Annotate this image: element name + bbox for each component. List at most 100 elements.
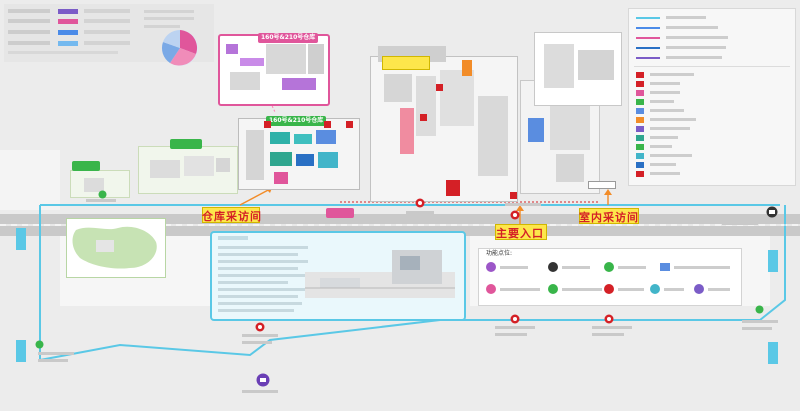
park-block-3 <box>440 70 474 126</box>
info-panel-line-2 <box>218 253 298 256</box>
inset-title-tag: 160号&210号仓库 <box>258 33 319 43</box>
bus-stop-label-left <box>38 352 74 355</box>
arrow-main-head <box>516 205 524 211</box>
legend-line-4 <box>636 47 660 49</box>
area-pie-chart <box>161 29 198 66</box>
legend-item-label-9 <box>650 145 672 148</box>
bus-stop-icon <box>755 305 764 314</box>
arrow-warehouse <box>239 187 273 206</box>
info-panel-floorplan <box>305 250 455 298</box>
parking-marker-5 <box>420 114 427 121</box>
warehouse-visit-title: 仓库采访间 <box>202 210 262 223</box>
function-label-9 <box>708 288 730 291</box>
function-label-6 <box>562 288 602 291</box>
bus-stop-icon <box>35 340 44 349</box>
summary-row-3-swatch <box>58 30 78 35</box>
summary-label-4 <box>8 41 50 45</box>
bus-stop-icon <box>98 190 107 199</box>
function-label-2 <box>562 266 590 269</box>
info-panel-line-10 <box>218 309 294 312</box>
legend-swatch-3 <box>636 90 644 96</box>
park-teal-1 <box>270 132 290 144</box>
indoor-visit-title: 室内采访间 <box>579 211 639 224</box>
metro-station-icon <box>510 314 520 324</box>
summary-text-4 <box>84 41 130 45</box>
summary-row-2-swatch <box>58 19 78 24</box>
legend-swatch-8 <box>636 135 644 141</box>
info-panel-line-9 <box>218 302 302 305</box>
metro-line-icon <box>256 373 270 387</box>
road-stop-label-1 <box>406 211 434 214</box>
function-label-3 <box>618 266 646 269</box>
park-name-plate <box>382 56 430 70</box>
left-road-tag <box>16 228 26 250</box>
summary-row-1-swatch <box>58 9 78 14</box>
road-stop-label-2 <box>505 203 541 206</box>
legend-line-2 <box>636 27 660 29</box>
water-point-icon <box>650 284 660 294</box>
right-facility-block <box>556 154 584 182</box>
legend-swatch-2 <box>636 81 644 87</box>
legend-swatch-4 <box>636 99 644 105</box>
summary-note-2 <box>144 17 194 20</box>
park-red-bldg <box>400 108 414 154</box>
legend-divider <box>634 66 790 67</box>
legend-swatch-11 <box>636 162 644 168</box>
legend-label-5 <box>666 56 722 59</box>
bus-stop-label-right <box>742 320 778 323</box>
legend-label-1 <box>666 16 706 19</box>
legend-item-label-10 <box>650 154 692 157</box>
legend-item-label-3 <box>650 91 680 94</box>
block-left <box>0 150 60 210</box>
station-label-1 <box>242 334 278 337</box>
summary-text-2 <box>84 19 130 23</box>
info-icon <box>694 284 704 294</box>
park-inset-shape <box>72 226 157 269</box>
function-panel-title: 功能点位: <box>486 250 513 257</box>
legend-swatch-7 <box>636 126 644 132</box>
legend-swatch-5 <box>636 108 644 114</box>
warehouse-visit-callout <box>202 207 260 223</box>
function-label-1 <box>500 266 528 269</box>
main-entrance-title: 主要入口 <box>496 227 544 240</box>
right-stop-label <box>722 222 758 225</box>
park-blue-1 <box>316 130 336 144</box>
legend-swatch-6 <box>636 117 644 123</box>
metro-station-icon <box>255 322 265 332</box>
park-teal-2 <box>294 134 312 144</box>
summary-note-1 <box>144 10 194 13</box>
green-zone-tag <box>170 139 202 149</box>
legend-item-label-12 <box>650 172 680 175</box>
info-panel-line-3 <box>218 260 308 263</box>
inset-block-gray-3 <box>308 44 324 74</box>
summary-line-5 <box>8 51 118 54</box>
function-label-7 <box>618 288 644 291</box>
station-label-2b <box>495 333 527 336</box>
legend-item-label-7 <box>650 127 690 130</box>
park-block-2 <box>416 76 436 136</box>
summary-row-4-swatch <box>58 41 78 46</box>
medical-point-icon <box>604 284 614 294</box>
info-panel-line-4 <box>218 267 298 270</box>
bus-stop-label-left-b <box>38 359 68 362</box>
right-road-tag-2 <box>768 342 778 364</box>
function-label-8 <box>664 288 684 291</box>
legend-item-label-8 <box>650 136 678 139</box>
right-road-tag <box>768 250 778 272</box>
shared-charging-icon <box>604 262 614 272</box>
station-label-3b <box>592 333 624 336</box>
inset-right-block-2 <box>578 50 614 80</box>
info-panel-line-5 <box>218 274 308 277</box>
station-label-1b <box>242 341 272 344</box>
park-teal-3 <box>270 152 292 166</box>
function-panel <box>478 248 742 306</box>
bus-stop-label-right-b <box>742 327 772 330</box>
info-panel-line-1 <box>218 246 308 249</box>
parking-marker-6 <box>324 121 331 128</box>
legend-swatch-12 <box>636 171 644 177</box>
park-gray-block <box>246 130 264 180</box>
summary-label-2 <box>8 19 50 23</box>
legend-line-5 <box>636 57 660 59</box>
inset-block-purple-3 <box>282 78 316 90</box>
